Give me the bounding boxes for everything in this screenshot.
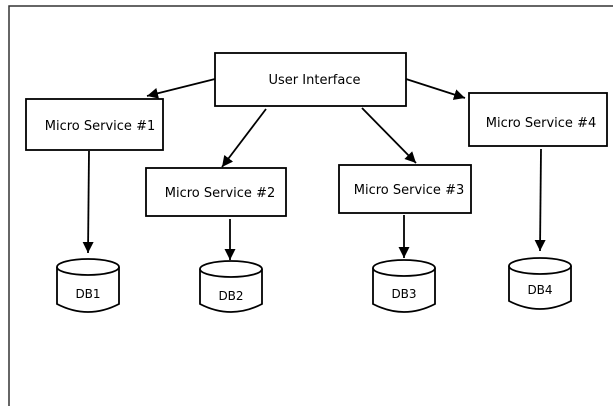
micro-service-3-node: Micro Service #3: [338, 164, 472, 214]
db3-label: DB3: [391, 287, 416, 301]
edge-ui-service1: [146, 78, 216, 99]
db2-cylinder: [199, 260, 263, 313]
edge-service4-db4: [534, 148, 546, 252]
micro-service-4-node: Micro Service #4: [468, 92, 608, 147]
user-interface-label: User Interface: [269, 73, 361, 88]
db1-label: DB1: [75, 287, 100, 301]
connections: [82, 78, 546, 260]
db4-cylinder: [508, 257, 572, 310]
micro-service-1-label: Micro Service #1: [45, 119, 155, 134]
db4-label: DB4: [527, 283, 552, 297]
edge-ui-service3: [361, 107, 417, 164]
user-interface-node: User Interface: [214, 52, 407, 107]
micro-service-2-label: Micro Service #2: [165, 186, 275, 201]
micro-service-2-node: Micro Service #2: [145, 167, 287, 217]
micro-service-3-label: Micro Service #3: [354, 183, 464, 198]
micro-service-4-label: Micro Service #4: [486, 116, 596, 131]
edge-ui-service2: [221, 108, 267, 168]
edge-ui-service4: [405, 78, 466, 100]
micro-service-1-node: Micro Service #1: [25, 98, 164, 151]
diagram-frame: [8, 5, 613, 406]
db2-label: DB2: [218, 289, 243, 303]
db3-cylinder: [372, 259, 436, 313]
edge-service1-db1: [82, 150, 94, 254]
db1-cylinder: [56, 258, 120, 313]
